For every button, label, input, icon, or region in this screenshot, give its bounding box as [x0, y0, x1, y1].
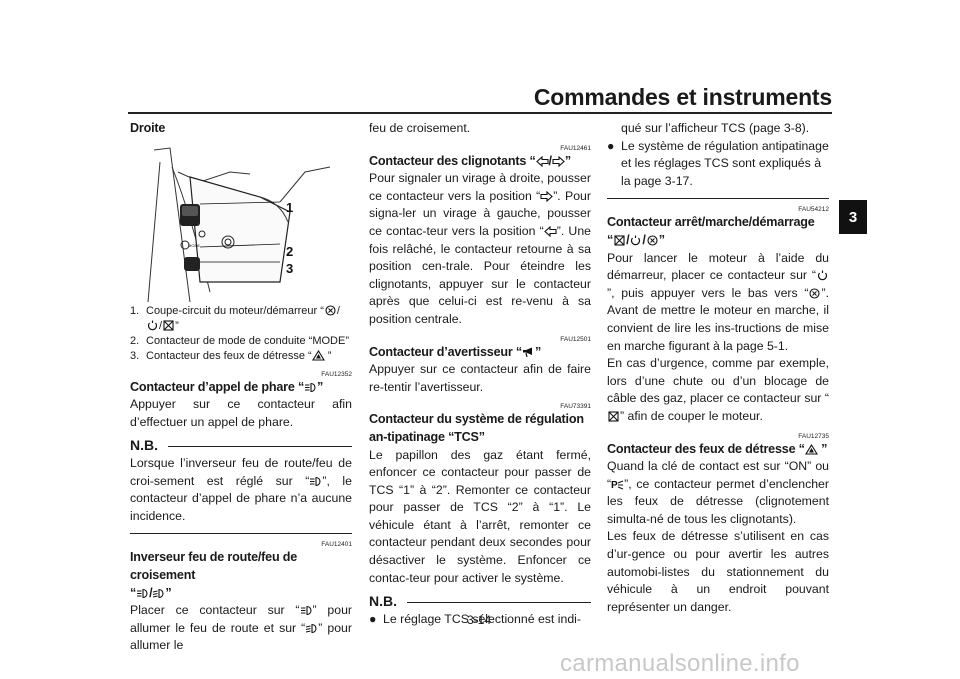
turn-left-icon: [544, 226, 557, 237]
low-beam-icon: [152, 588, 165, 599]
page-header-title: Commandes et instruments: [533, 84, 832, 110]
parking-icon: [611, 479, 624, 490]
heading-pass-switch: Contacteur d’appel de phare “”: [130, 379, 324, 394]
heading-turn-signal: Contacteur des clignotants “/”: [369, 153, 571, 168]
nb-bullet: ●Le réglage TCS sélectionné est indi-: [369, 611, 582, 626]
body-text: Appuyer sur ce contacteur afin de faire …: [369, 362, 591, 394]
body-text: Quand la clé de contact est sur “ON” ou …: [607, 459, 829, 526]
nb-rule: [130, 533, 352, 535]
watermark: carmanualsonline.info: [560, 650, 800, 677]
body-text: En cas d’urgence, comme par exemple, lor…: [607, 356, 829, 423]
run-icon: [816, 270, 829, 281]
body-text: Le papillon des gaz étant fermé, enfonce…: [369, 447, 591, 585]
ref-code: FAU12501: [560, 335, 591, 343]
caption-2: 2.Contacteur de mode de conduite “MODE”: [130, 334, 349, 347]
ref-code: FAU12461: [560, 144, 591, 152]
body-text: Les feux de détresse s’utilisent en cas …: [607, 529, 829, 614]
stop-icon: [613, 235, 626, 246]
caption-1: 1. Coupe-circuit du moteur/démarreur “//…: [130, 304, 340, 332]
ref-code: FAU12735: [798, 432, 829, 440]
ref-code: FAU73391: [560, 403, 591, 411]
start-icon: [324, 305, 337, 316]
high-beam-icon: [136, 588, 149, 599]
column-2: feu de croisement. FAU12461 Contacteur d…: [369, 120, 591, 628]
section-title-droite: Droite: [130, 121, 166, 135]
handlebar-switch-illustration: MODE 1 2 3: [147, 147, 331, 302]
chapter-tab[interactable]: 3: [839, 200, 867, 234]
high-beam-icon: [304, 382, 317, 393]
start-icon: [646, 235, 659, 246]
turn-right-icon: [552, 156, 565, 167]
start-icon: [808, 288, 821, 299]
column-1: Droite MODE 1 2 3 1. Coupe-circuit du mo…: [130, 120, 352, 655]
hazard-icon: [312, 350, 325, 361]
stop-icon: [607, 411, 620, 422]
body-text: Placer ce contacteur sur “” pour allumer…: [130, 603, 353, 653]
body-text: Pour lancer le moteur à l’aide du démarr…: [607, 250, 829, 353]
turn-left-icon: [536, 156, 549, 167]
body-text: feu de croisement.: [369, 121, 471, 135]
hazard-icon: [805, 444, 818, 455]
turn-right-icon: [540, 191, 553, 202]
nb-rule: [607, 198, 829, 200]
callout-2: 2: [286, 244, 293, 259]
stop-icon: [162, 320, 175, 331]
horn-icon: [522, 347, 535, 358]
high-beam-icon: [309, 476, 322, 487]
figure-captions: 1. Coupe-circuit du moteur/démarreur “//…: [130, 304, 352, 364]
nb-text: Lorsque l’inverseur feu de route/feu de …: [130, 455, 353, 523]
ref-code: FAU54212: [798, 206, 829, 214]
body-text: Pour signaler un virage à droite, pousse…: [369, 171, 591, 326]
heading-tcs: Contacteur du système de régulation an-t…: [369, 412, 584, 444]
low-beam-icon: [305, 623, 318, 634]
high-beam-icon: [300, 605, 313, 616]
heading-start-switch: Contacteur arrêt/marche/démarrage“//”: [607, 215, 815, 247]
heading-dimmer-switch: Inverseur feu de route/feu de croisement…: [130, 550, 298, 600]
nb-bullet: ●Le système de régulation antipatinage e…: [607, 138, 829, 188]
body-text: Appuyer sur ce contacteur afin d’effectu…: [130, 397, 352, 429]
nb-heading: N.B.: [130, 437, 352, 455]
callout-3: 3: [286, 261, 293, 276]
callout-1: 1: [286, 200, 293, 215]
run-icon: [629, 235, 642, 246]
ref-code: FAU12401: [321, 541, 352, 549]
page-number: 3-14: [467, 613, 492, 627]
caption-3: 3. Contacteur des feux de détresse “ ”: [130, 349, 332, 362]
heading-hazard: Contacteur des feux de détresse “ ”: [607, 441, 828, 456]
heading-horn: Contacteur d’avertisseur “”: [369, 344, 542, 359]
nb-heading: N.B.: [369, 593, 591, 611]
header-rule: [128, 112, 832, 114]
column-3: qué sur l’afficheur TCS (page 3-8). ●Le …: [607, 120, 829, 616]
svg-text:MODE: MODE: [188, 243, 200, 248]
ref-code: FAU12352: [321, 370, 352, 378]
nb-bullet-cont: qué sur l’afficheur TCS (page 3-8).: [621, 121, 810, 135]
run-icon: [146, 320, 159, 331]
